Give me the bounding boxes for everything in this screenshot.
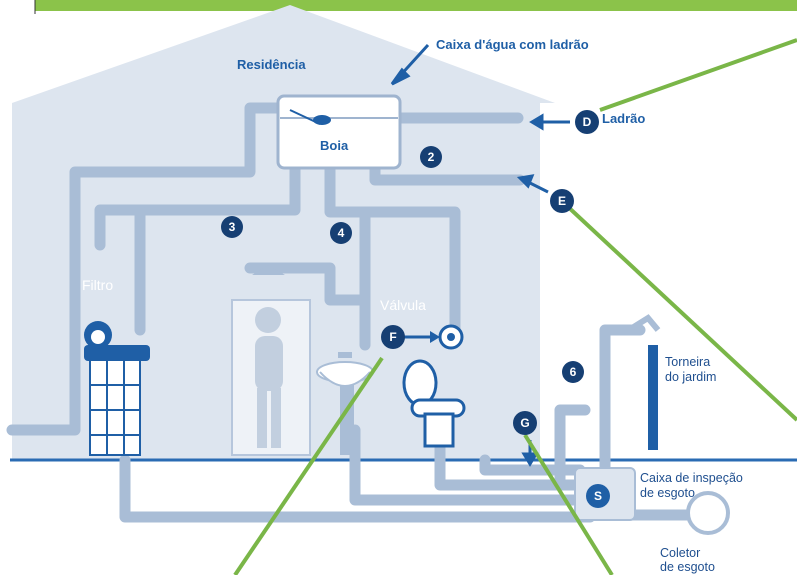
valvula-label: Válvula <box>380 297 426 313</box>
bathroom-sink <box>316 352 374 455</box>
water-tank <box>276 94 402 170</box>
caixa-inspecao-label-1: Caixa de inspeção <box>640 471 743 485</box>
ladrao-label: Ladrão <box>602 111 646 126</box>
callout-lines <box>233 38 797 575</box>
badge-f <box>381 325 405 349</box>
badge-d-text: D <box>582 115 592 129</box>
top-green-bar <box>35 0 797 11</box>
arrows <box>390 43 570 467</box>
caixa-dagua-label: Caixa d'água com ladrão <box>436 37 589 52</box>
badge-s-text: S <box>593 489 602 503</box>
badge-g <box>513 411 537 435</box>
shower <box>231 265 311 456</box>
badge-2 <box>420 146 442 168</box>
pipes <box>6 102 706 523</box>
badges <box>221 110 610 508</box>
coletor-label-1: Coletor <box>660 546 701 560</box>
badge-3-text: 3 <box>228 220 236 234</box>
badge-2-text: 2 <box>427 150 435 164</box>
valve-symbol <box>404 324 464 350</box>
torneira-label-1: Torneira <box>665 355 711 369</box>
caixa-inspecao-label-2: de esgoto <box>640 486 695 500</box>
boia-label: Boia <box>320 138 349 153</box>
badge-e-text: E <box>557 194 566 208</box>
filtro-label: Filtro <box>82 277 114 293</box>
badge-4 <box>330 222 352 244</box>
badge-d <box>575 110 599 134</box>
badge-s <box>586 484 610 508</box>
badge-3 <box>221 216 243 238</box>
badge-f-text: F <box>389 330 397 344</box>
coletor-label-2: de esgoto <box>660 560 715 574</box>
badge-6-text: 6 <box>569 365 577 379</box>
toilet <box>402 359 466 448</box>
collector-pipe <box>686 491 730 535</box>
filter-sink <box>84 321 150 456</box>
torneira-label-2: do jardim <box>665 370 717 384</box>
residencia-label: Residência <box>237 57 306 72</box>
badge-g-text: G <box>520 416 530 430</box>
badge-e <box>550 189 574 213</box>
badge-4-text: 4 <box>337 226 345 240</box>
garden-tap <box>630 314 661 450</box>
badge-6 <box>562 361 584 383</box>
